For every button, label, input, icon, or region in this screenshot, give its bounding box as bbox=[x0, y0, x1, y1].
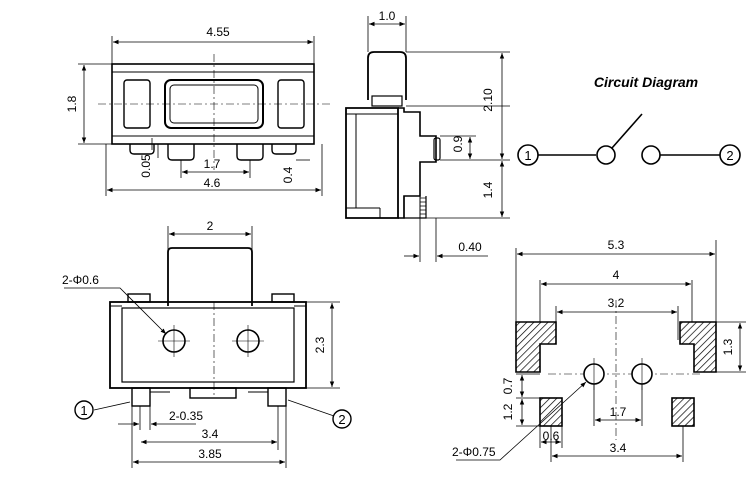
front-pitch-label: 3.4 bbox=[202, 427, 219, 441]
top-width-label: 4.55 bbox=[206, 25, 230, 39]
fp-hole-pitch-label: 1.7 bbox=[610, 405, 627, 419]
front-hole-label: 2-Φ0.6 bbox=[62, 273, 99, 287]
front-span-label: 3.85 bbox=[198, 447, 222, 461]
fp-gap-label: 0.7 bbox=[501, 377, 515, 394]
fp-pad-pitch-label: 3.4 bbox=[610, 441, 627, 455]
front-view bbox=[64, 226, 352, 468]
side-body-lower: 1.4 bbox=[481, 181, 495, 198]
pin1-circle bbox=[517, 144, 539, 166]
top-gap-label: 0.05 bbox=[139, 154, 153, 178]
fp-depth-label: 1.2 bbox=[501, 403, 515, 420]
side-body-upper: 0.9 bbox=[451, 135, 465, 152]
side-view bbox=[345, 16, 510, 262]
top-span-label: 4.6 bbox=[204, 176, 221, 190]
top-pitch-label: 1.7 bbox=[204, 157, 221, 171]
pin2-circle bbox=[719, 144, 741, 166]
fp-outer-label: 5.3 bbox=[608, 238, 625, 252]
front-pin-label: 2-0.35 bbox=[169, 409, 203, 423]
side-actuator-width: 1.0 bbox=[379, 9, 396, 23]
fp-middle-label: 4 bbox=[613, 268, 620, 282]
circuit-pin2-label: 2 bbox=[726, 148, 733, 163]
fp-pad-height-label: 1.3 bbox=[721, 338, 735, 355]
fp-inner-label: 3.2 bbox=[608, 296, 625, 310]
front-actuator-width: 2 bbox=[207, 219, 214, 233]
pcb-footprint bbox=[456, 240, 746, 462]
fp-pad-width-label: 0.6 bbox=[543, 429, 560, 443]
circuit-title: Circuit Diagram bbox=[594, 74, 698, 90]
top-view bbox=[78, 36, 330, 196]
side-lead-offset: 0.40 bbox=[458, 240, 482, 254]
side-actuator-height: 2.10 bbox=[481, 88, 495, 112]
fp-hole-label: 2-Φ0.75 bbox=[452, 445, 496, 459]
front-pin1-label: 1 bbox=[80, 403, 87, 418]
front-height-label: 2.3 bbox=[313, 336, 327, 353]
front-pin2-label: 2 bbox=[338, 412, 345, 427]
circuit-pin1-label: 1 bbox=[524, 148, 531, 163]
top-depth-label: 0.4 bbox=[281, 166, 295, 183]
top-height-label: 1.8 bbox=[65, 95, 79, 112]
circuit-symbol bbox=[517, 113, 741, 166]
